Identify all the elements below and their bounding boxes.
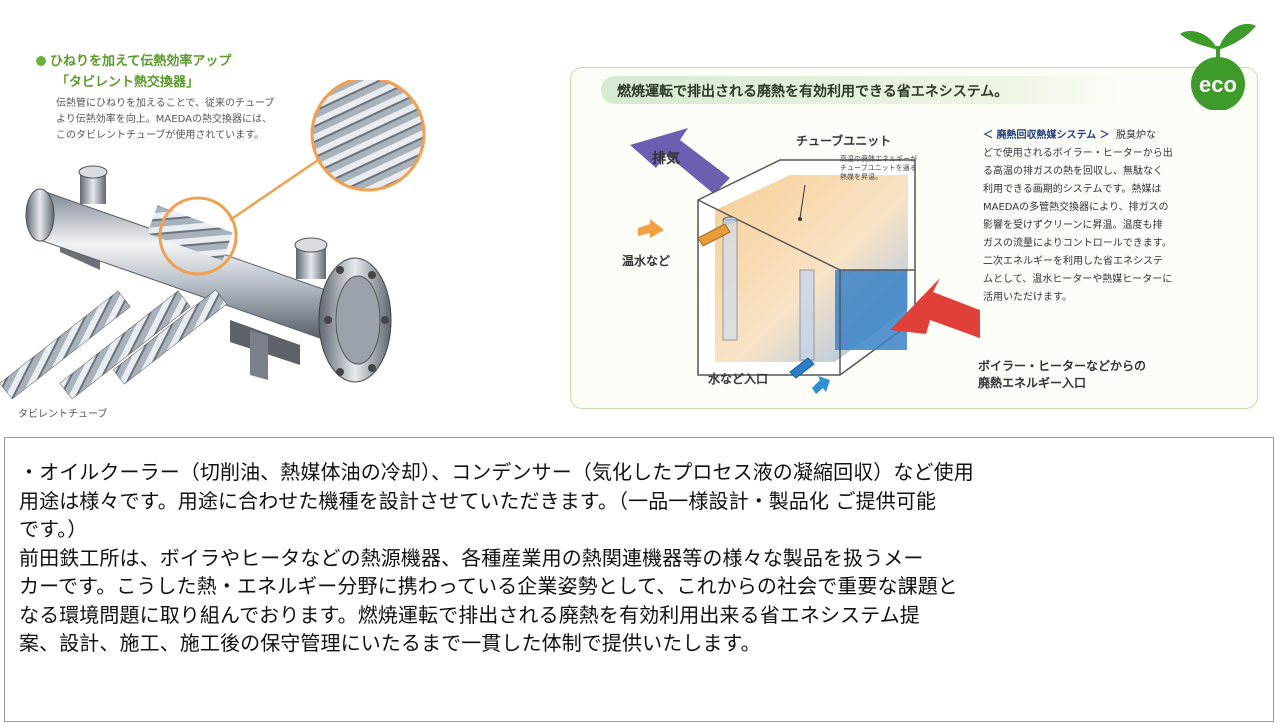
banner-text: 燃焼運転で排出される廃熱を有効利用できる省エネシステム。	[617, 84, 1009, 100]
water-arrow-icon	[812, 376, 830, 394]
system-description-line: ガスの流量によりコントロールできます。	[983, 238, 1172, 249]
description-line: このタビレントチューブが使用されています。	[56, 130, 265, 141]
system-description-line: ムとして、温水ヒーターや熱媒ヒーターに	[983, 274, 1173, 285]
body-line: です。）	[19, 517, 88, 541]
system-description-line: 影響を受けずクリーンに昇温。温度も排	[983, 220, 1163, 231]
leader-line	[799, 184, 806, 219]
hot-water-arrow-icon	[638, 219, 664, 238]
body-line: なる環境問題に取り組んでおります。燃焼運転で排出される廃熱を有効利用出来る省エネ…	[19, 602, 920, 627]
body-text-box: ・オイルクーラー（切削油、熱媒体油の冷却）、コンデンサー（気化したプロセス液の凝…	[4, 437, 1274, 722]
heat-exchanger-subtitle: 「タビレント熱交換器」	[56, 75, 200, 90]
description-line: より伝熱効率を向上。MAEDAの熱交換器には、	[56, 114, 272, 125]
tube-unit-note: 高温の廃熱エネルギーが チューブユニットを通る 熱媒を昇温。	[840, 155, 917, 181]
inlet-arrow-icon	[890, 278, 980, 339]
exhaust-arrow-icon	[630, 128, 730, 194]
twisted-tube-cutaway	[147, 205, 233, 261]
nozzle	[78, 165, 328, 279]
system-description-line: 活用いただけます。	[983, 292, 1072, 303]
eco-circle	[1191, 57, 1245, 110]
zoom-connector	[229, 158, 319, 222]
hot-water-pipe	[697, 223, 731, 247]
description-line: 伝熱管にひねりを加えることで、従来のチューブ	[56, 98, 275, 109]
highlight-circle	[158, 196, 238, 276]
system-description-line: ＜ 廃熱回収熱媒システム ＞ 脱臭炉な	[983, 130, 1157, 141]
waste-heat-diagram	[630, 128, 980, 394]
eco-badge: eco	[1180, 23, 1256, 110]
zoom-detail	[310, 80, 426, 192]
tube-unit-label: チューブユニット	[796, 134, 892, 148]
body-line: 案、設計、施工、施工後の保守管理にいたるまで一貫した体制で提供いたします。	[19, 631, 761, 655]
leaf-icon	[1180, 31, 1218, 50]
heat-exchanger-section: ひねりを加えて伝熱効率アップ 「タビレント熱交換器」 伝熱管にひねりを加えること…	[0, 0, 560, 430]
blue-chamber	[835, 270, 907, 350]
body-line: カーです。こうした熱・エネルギー分野に携わっている企業姿勢として、これからの社会…	[19, 574, 958, 598]
water-inlet-label: 水など入口	[708, 372, 769, 386]
bullet-dot-icon	[36, 56, 46, 66]
body-line: 用途は様々です。用途に合わせた機種を設計させていただきます。（一品一様設計・製品…	[19, 488, 937, 513]
leaf-icon	[1218, 23, 1256, 50]
heat-inlet-label-1: ボイラー・ヒーターなどからの	[978, 359, 1147, 373]
system-description-line: 二次エネルギーを利用した省エネシステ	[983, 256, 1163, 267]
system-description-line: MAEDAの多管熱交換器により、排ガスの	[983, 202, 1169, 213]
body-line: 前田鉄工所は、ボイラやヒータなどの熱源機器、各種産業用の熱関連機器等の様々な製品…	[19, 545, 924, 570]
tube-caption: タビレントチューブ	[18, 409, 108, 420]
hot-water-label: 温水など	[622, 254, 671, 268]
heat-exchanger-illustration	[0, 80, 426, 400]
heat-inlet-label-2: 廃熱エネルギー入口	[978, 376, 1087, 390]
tube-unit-box	[697, 159, 916, 376]
system-description-line: る高温の排ガスの熱を回収し、無駄なく	[983, 166, 1163, 177]
flange	[318, 257, 392, 383]
twisted-tube-sample	[0, 289, 228, 400]
system-description: ＜ 廃熱回収熱媒システム ＞ 脱臭炉な どで使用されるボイラー・ヒーターから出 …	[983, 127, 1205, 307]
system-description-line: どで使用されるボイラー・ヒーターから出	[983, 148, 1173, 159]
heat-exchanger-title: ひねりを加えて伝熱効率アップ	[36, 52, 231, 71]
system-description-line: 利用できる画期的システムです。熱媒は	[983, 184, 1162, 195]
system-title: ＜ 廃熱回収熱媒システム ＞	[983, 130, 1110, 141]
eco-badge-text: eco	[1199, 72, 1237, 97]
body-line: ・オイルクーラー（切削油、熱媒体油の冷却）、コンデンサー（気化したプロセス液の凝…	[19, 460, 974, 484]
water-inlet-pipe	[789, 357, 815, 379]
eco-banner: 燃焼運転で排出される廃熱を有効利用できる省エネシステム。	[601, 76, 1121, 104]
heat-exchanger-description: 伝熱管にひねりを加えることで、従来のチューブ より伝熱効率を向上。MAEDAの熱…	[56, 96, 316, 144]
exhaust-label: 排気	[652, 151, 680, 167]
